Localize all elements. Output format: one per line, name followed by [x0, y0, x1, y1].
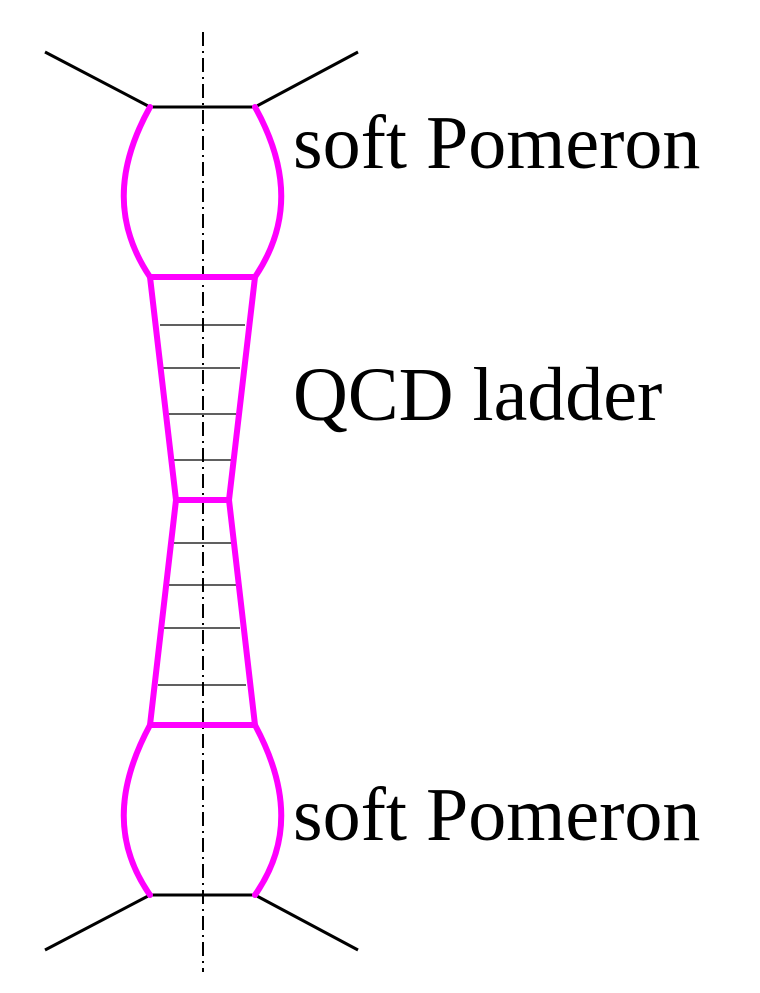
soft-pomeron-bottom-label: soft Pomeron: [293, 773, 701, 857]
soft-pomeron-top-label: soft Pomeron: [293, 101, 701, 185]
top-external-lines: [44, 50, 359, 109]
bottom-external-lines: [44, 893, 359, 952]
top-soft-pomeron-blob: [120, 104, 285, 280]
qcd-ladder-label: QCD ladder: [293, 353, 663, 437]
bottom-soft-pomeron-blob: [120, 722, 285, 898]
ladder-rungs: [158, 324, 246, 686]
qcd-ladder: [147, 274, 258, 728]
